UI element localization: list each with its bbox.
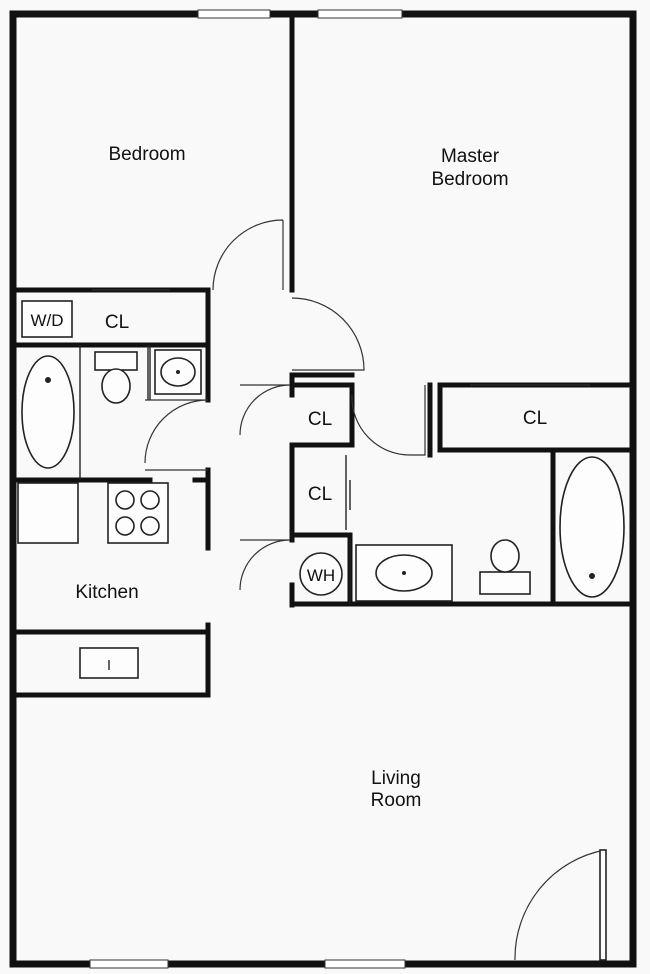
washer-dryer <box>21 300 73 338</box>
label-master-line1: Master <box>441 146 500 167</box>
label-living-line2: Room <box>371 790 422 811</box>
windows <box>89 9 406 969</box>
label-closet-master: CL <box>523 408 547 429</box>
stove <box>107 482 169 544</box>
toilet-tank-master <box>479 571 531 595</box>
label-closet-top-left: CL <box>105 312 129 333</box>
bathtub-left <box>21 355 75 469</box>
toilet-tank-left <box>94 351 138 371</box>
fixtures <box>17 300 625 679</box>
label-closet-hall-2: CL <box>308 484 332 505</box>
water-heater <box>299 552 343 596</box>
label-kitchen: Kitchen <box>75 582 138 603</box>
label-water-heater: WH <box>307 566 335 585</box>
label-living-line1: Living <box>371 768 421 789</box>
room-labels: Bedroom Master Bedroom W/D CL CL CL CL W… <box>30 144 547 811</box>
label-master-line2: Bedroom <box>431 169 508 190</box>
label-closet-hall-1: CL <box>308 409 332 430</box>
toilet-bowl-left <box>101 368 131 404</box>
label-wd: W/D <box>30 311 63 330</box>
bathtub-master <box>559 456 625 598</box>
label-bedroom: Bedroom <box>108 144 185 165</box>
door-swings <box>144 219 607 961</box>
refrigerator <box>17 482 79 544</box>
toilet-bowl-master <box>490 539 520 573</box>
partitions <box>79 289 590 604</box>
